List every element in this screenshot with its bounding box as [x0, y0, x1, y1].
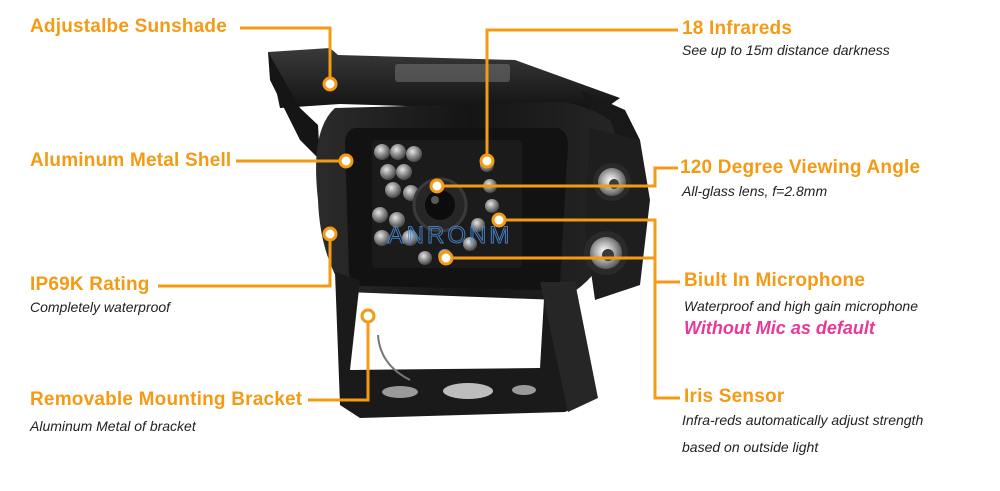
marker-bracket [360, 308, 376, 324]
side-block [585, 128, 650, 300]
bracket-hole-1 [382, 386, 418, 398]
microphone-title: Biult In Microphone [684, 270, 866, 291]
leader-rating [158, 240, 332, 288]
marker-sunshade [322, 76, 338, 92]
connector-lower [584, 231, 628, 275]
bracket-hole-3 [512, 385, 536, 395]
watermark: ANRONM [388, 222, 513, 249]
shell-title: Aluminum Metal Shell [30, 150, 232, 171]
infrared-title: 18 Infrareds [682, 18, 793, 39]
iris-title: Iris Sensor [684, 386, 785, 407]
bracket-title: Removable Mounting Bracket [30, 389, 303, 410]
sunshade-arm-left [268, 52, 320, 160]
bracket-subtitle: Aluminum Metal of bracket [30, 418, 196, 434]
mounting-bracket [335, 272, 594, 418]
connector-upper [593, 163, 631, 201]
marker-infrared [479, 153, 495, 169]
leader-viewing [443, 166, 678, 188]
viewing-title: 120 Degree Viewing Angle [680, 157, 921, 178]
sunshade-title: Adjustalbe Sunshade [30, 16, 228, 37]
marker-shell [338, 153, 354, 169]
leader-microphone [505, 218, 680, 284]
leader-sunshade [240, 26, 332, 78]
microphone-note: Without Mic as default [684, 318, 875, 338]
infrared-subtitle: See up to 15m distance darkness [682, 42, 890, 58]
rating-title: IP69K Rating [30, 274, 150, 295]
bracket-side [540, 282, 598, 412]
sunshade-highlight [395, 64, 510, 82]
leader-iris [452, 256, 680, 400]
leader-infrared [485, 28, 678, 155]
bracket-hole-2 [443, 383, 493, 399]
microphone-subtitle: Waterproof and high gain microphone [684, 298, 919, 314]
marker-iris [438, 250, 454, 266]
viewing-subtitle: All-glass lens, f=2.8mm [682, 183, 828, 199]
lens-glint [431, 196, 439, 204]
marker-microphone [491, 212, 507, 228]
leader-bracket [308, 322, 370, 402]
iris-subtitle-line2: based on outside light [682, 439, 819, 455]
cable [377, 334, 411, 381]
lens [425, 190, 455, 220]
iris-subtitle-line1: Infra-reds automatically adjust strength [682, 412, 924, 428]
marker-rating [322, 226, 338, 242]
rating-subtitle: Completely waterproof [30, 299, 171, 315]
marker-viewing [429, 178, 445, 194]
